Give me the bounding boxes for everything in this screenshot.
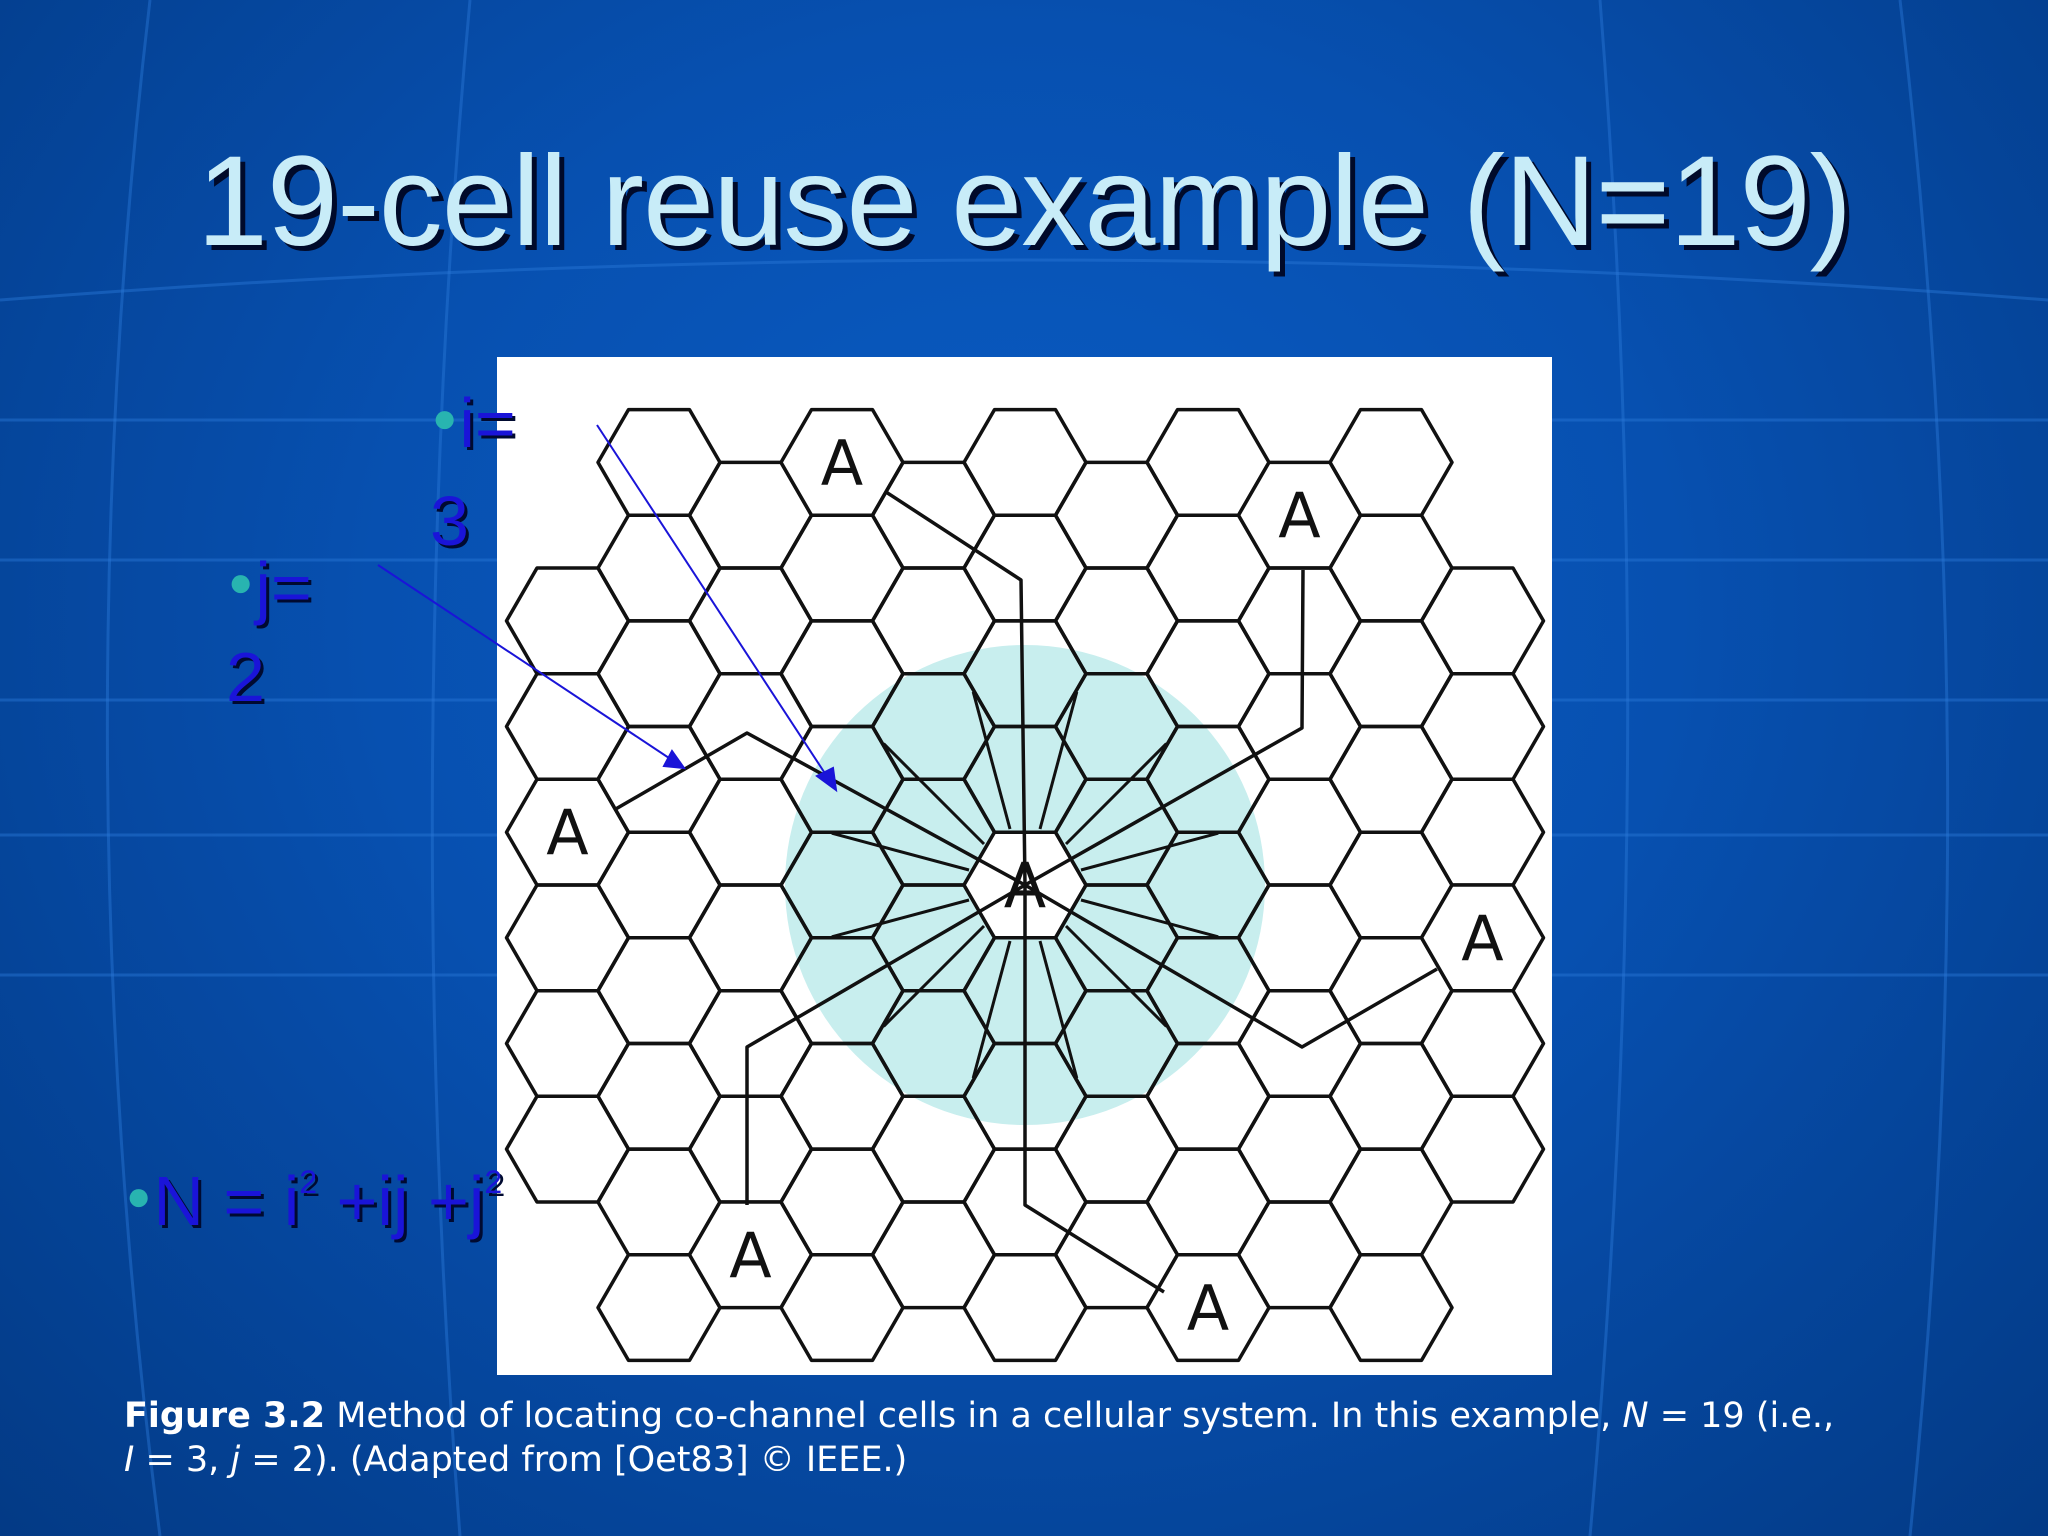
link-lower-right-a [1023, 885, 1165, 1294]
link-top-a [885, 490, 1027, 886]
cell-label-a: A [1278, 479, 1320, 552]
cell-label-a: A [1461, 902, 1503, 975]
j-bullet: ●j= [228, 552, 312, 622]
link-lower-left-a [745, 883, 1026, 1205]
pointer-arrows [377, 424, 838, 793]
center-spoke [1080, 898, 1219, 939]
caption-figure-number: Figure 3.2 [124, 1396, 326, 1436]
j-value: 2 [226, 638, 265, 716]
caption-n: N [1622, 1396, 1649, 1436]
link-right-a [1024, 883, 1438, 1049]
formula-bullet: ●N = i2 +ij +j2 [126, 1166, 502, 1236]
cell-label-a: A [1187, 1272, 1229, 1345]
j-arrow-line [377, 564, 673, 761]
cell-label-a: A [729, 1219, 771, 1292]
center-spoke [1038, 691, 1079, 830]
hex-cell [1328, 1253, 1454, 1363]
caption-mid: = 3, [134, 1440, 231, 1480]
hex-grid [504, 407, 1546, 1363]
j-label: j= [255, 548, 312, 626]
cell-label-a: A [821, 426, 863, 499]
center-spoke [1038, 940, 1079, 1079]
caption-line-1: Method of locating co-channel cells in a… [325, 1396, 1623, 1436]
cell-labels: A A A A A A A [546, 426, 1503, 1344]
co-channel-links [613, 490, 1438, 1294]
figure-caption: Figure 3.2 Method of locating co-channel… [124, 1394, 1944, 1482]
center-spoke [1064, 924, 1168, 1028]
center-spoke [971, 691, 1012, 830]
caption-eq: = 19 (i.e., [1648, 1396, 1835, 1436]
formula-sup-2: 2 [484, 1164, 503, 1200]
formula-mid: +ij +j [317, 1162, 485, 1240]
slide-title: 19-cell reuse example (N=19) [196, 130, 1853, 273]
center-spoke [831, 831, 970, 872]
caption-end: = 2). (Adapted from [Oet83] © IEEE.) [240, 1440, 908, 1480]
bullet-dot-icon: ● [126, 1172, 152, 1220]
center-spoke [882, 742, 986, 846]
hex-cell [1419, 1094, 1546, 1204]
i-value: 3 [430, 482, 469, 560]
center-spoke [882, 924, 986, 1028]
caption-i: I [124, 1440, 135, 1480]
center-spoke [971, 940, 1012, 1079]
center-spoke [1080, 831, 1219, 872]
bullet-dot-icon: ● [432, 394, 458, 442]
center-spoke [831, 898, 970, 939]
link-left-a [613, 731, 1026, 887]
cell-label-a: A [1004, 849, 1046, 922]
bullet-dot-icon: ● [228, 558, 254, 606]
center-spokes [831, 691, 1219, 1079]
caption-j: j [230, 1440, 241, 1480]
i-arrow-line [596, 424, 829, 779]
i-arrow-head [815, 766, 838, 793]
i-label: i= [459, 384, 516, 462]
link-upper-right-a [1024, 569, 1305, 887]
formula-n: N = i [153, 1162, 300, 1240]
i-bullet: ●i= [432, 388, 516, 458]
formula-sup-1: 2 [299, 1164, 318, 1200]
center-spoke [1064, 742, 1168, 846]
cell-label-a: A [546, 796, 588, 869]
j-arrow-head [662, 749, 687, 770]
